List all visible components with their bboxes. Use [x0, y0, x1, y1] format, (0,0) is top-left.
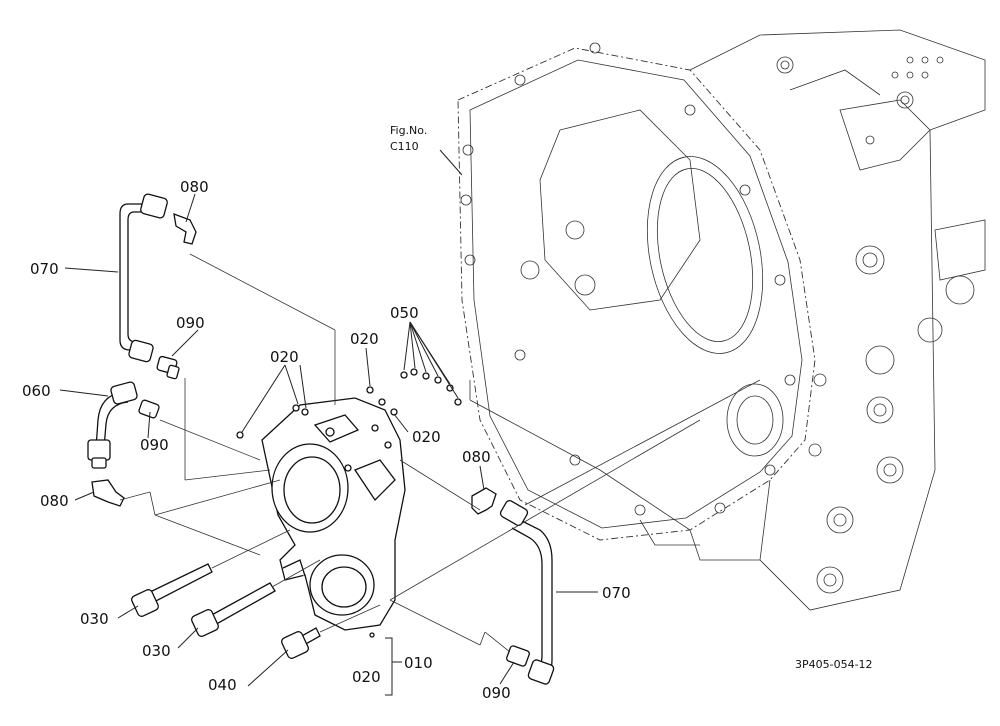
callout-labels: 080 070 090 020 020 050 060 090 020 080 …: [22, 124, 873, 702]
callout-030-a: 030: [80, 610, 109, 628]
callout-080-left: 080: [40, 492, 69, 510]
pipe-060: [87, 381, 160, 507]
leader-lines: [59, 149, 761, 696]
callout-090-mid: 090: [140, 436, 169, 454]
callout-040: 040: [208, 676, 237, 694]
callout-080-mid: 080: [462, 448, 491, 466]
o-rings: [236, 368, 462, 638]
callout-010: 010: [404, 654, 433, 672]
drawing-code: 3P405-054-12: [795, 658, 873, 671]
fig-ref-line2: C110: [390, 140, 419, 153]
callout-070-left: 070: [30, 260, 59, 278]
fig-ref-line1: Fig.No.: [390, 124, 427, 137]
callout-030-b: 030: [142, 642, 171, 660]
callout-020-mid: 020: [350, 330, 379, 348]
pipe-070-left: [119, 193, 197, 380]
callout-090-top: 090: [176, 314, 205, 332]
callout-050: 050: [390, 304, 419, 322]
bolts: [131, 563, 321, 659]
transmission-housing: [457, 29, 986, 611]
callout-060: 060: [22, 382, 51, 400]
front-cover-010: [261, 397, 406, 631]
callout-020-top: 020: [270, 348, 299, 366]
callout-020-bottom: 020: [352, 668, 381, 686]
pipe-070-right: [471, 487, 555, 685]
callout-090-bottom: 090: [482, 684, 511, 702]
callout-080-top: 080: [180, 178, 209, 196]
callout-020-right: 020: [412, 428, 441, 446]
callout-070-right: 070: [602, 584, 631, 602]
